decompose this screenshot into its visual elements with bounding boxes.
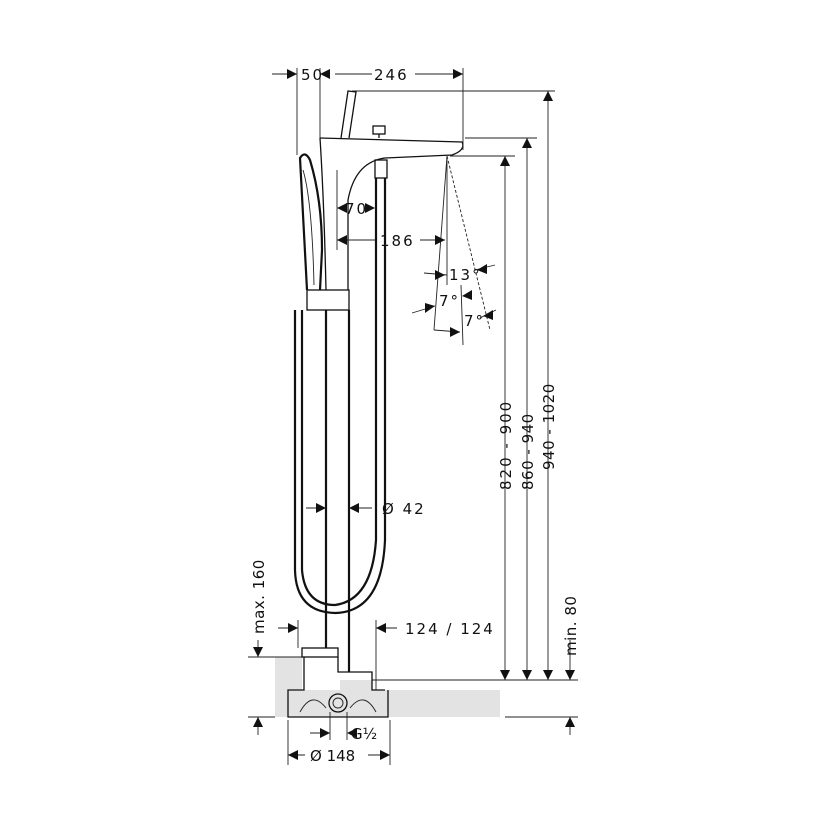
dim-label-186: 186 [380, 232, 415, 250]
dim-label-min-80: min. 80 [562, 596, 580, 656]
dim-label-diameter-148: Ø 148 [310, 747, 355, 765]
floor-section [248, 656, 578, 718]
dimension-lines [257, 68, 571, 765]
dim-label-940-1020: 940 - 1020 [540, 383, 558, 470]
dim-label-g-half: G½ [351, 725, 377, 743]
dim-label-70: 70 [345, 200, 368, 218]
arrowheads [253, 69, 575, 760]
dim-label-246: 246 [374, 66, 409, 84]
spray-angle-lines [433, 155, 491, 346]
dim-label-max-160: max. 160 [250, 559, 268, 634]
dim-label-50: 50 [301, 66, 324, 84]
dim-label-820-900: 820 - 900 [497, 400, 515, 490]
dim-label-7deg-a: 7° [439, 292, 460, 310]
faucet-body [287, 90, 464, 718]
dim-label-diameter-42: Ø 42 [382, 500, 426, 518]
dim-label-13deg: 13° [449, 266, 482, 284]
dim-label-860-940: 860 - 940 [519, 413, 537, 490]
dim-label-7deg-b: 7° [464, 312, 485, 330]
dim-label-124: 124 / 124 [405, 620, 495, 638]
